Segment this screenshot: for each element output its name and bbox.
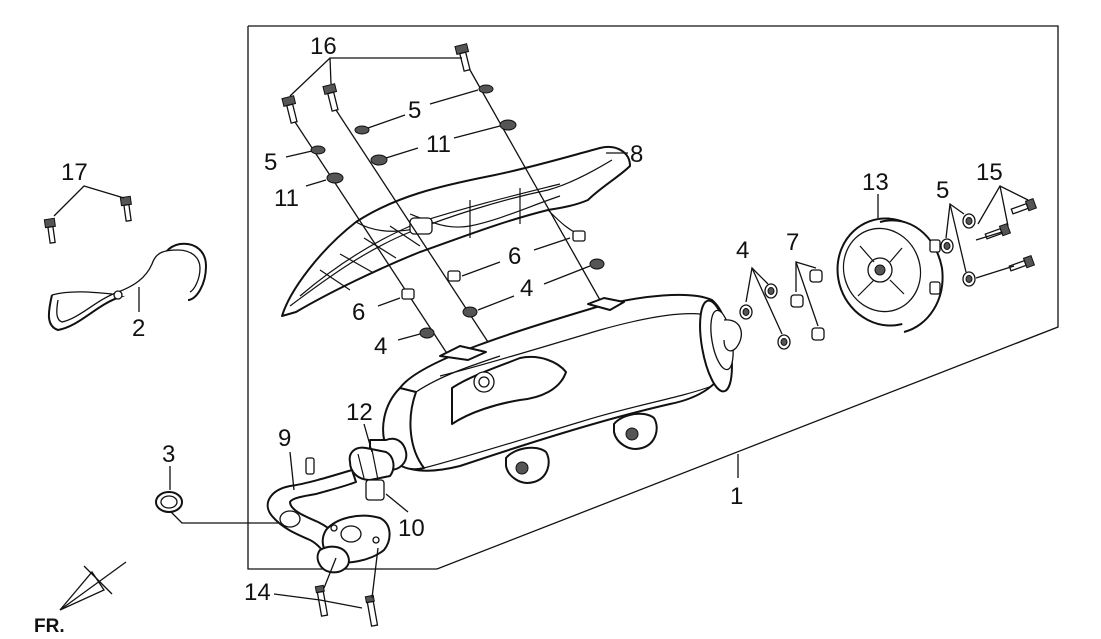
bolt-16c [454,43,471,72]
leader-11a [305,179,327,187]
part-4-washers-right [739,283,791,350]
stud-14b [364,594,379,627]
leader-4b2 [543,265,591,285]
part-1-muffler [369,293,742,484]
leader-14b [323,557,337,589]
callout-17: 17 [61,159,88,186]
leader-17 [53,185,125,217]
bolt-16a [281,95,298,124]
assembly-frame [247,25,1059,570]
part-9-exhaust-pipe [266,457,391,574]
leader-4a [397,333,421,341]
part-14-studs [314,584,379,627]
bolt-16b [322,83,339,112]
callout-12: 12 [346,399,373,426]
part-7-grommets [790,269,825,341]
part-8-heat-shield [281,146,631,317]
leader-9 [289,451,295,491]
callout-1: 1 [730,483,743,510]
leader-15c [975,231,1003,241]
callout-6a: 6 [352,299,365,326]
leader-7b [795,261,819,327]
leader-10 [385,493,409,513]
callout-3: 3 [162,441,175,468]
leader-15b [999,185,1009,227]
leader-6a [377,297,401,307]
leader-16 [289,57,462,97]
callout-4b: 4 [520,275,533,302]
part-16-bolts [281,43,471,124]
assembly-guide-lines [294,69,601,359]
leader-15 [977,185,1029,225]
callout-16: 16 [310,33,337,60]
front-orientation-marker [59,561,127,611]
leader-3b [170,511,300,524]
leader-6b2 [533,237,571,251]
leader-5a [285,150,313,158]
part-3-gasket [155,491,183,513]
part-12-clamp [348,446,395,501]
callout-13: 13 [862,169,889,196]
part-2-bracket [47,242,207,331]
callout-15: 15 [976,159,1003,186]
part-15-bolts [984,197,1038,272]
leader-14c [371,547,379,599]
leader-12 [363,423,373,453]
stud-14a [314,584,329,617]
callout-5b: 5 [408,97,421,124]
part-11-washers [326,119,517,184]
callout-10: 10 [398,515,425,542]
leader-5b [367,114,406,129]
part-13-end-cover [836,217,944,333]
callout-8: 8 [630,141,643,168]
leader-5c2 [949,203,967,273]
leader-11b [385,147,419,159]
callout-4c: 4 [736,237,749,264]
bolt-17a [43,217,56,244]
bolt-15b [984,222,1012,240]
bolt-17b [119,195,132,222]
part-5-washers-right [940,213,976,287]
leader-4b [477,295,515,311]
bolt-15a [1010,197,1038,215]
callout-11b: 11 [426,131,451,158]
leader-16b [329,57,332,85]
leader-6b [461,261,501,277]
leader-15d [975,265,1015,279]
callout-2: 2 [132,315,145,342]
leader-14 [273,593,363,609]
part-6-nuts [401,230,586,300]
callout-5a: 5 [264,149,277,176]
callout-6b: 6 [508,243,521,270]
part-17-bolts [43,195,132,244]
callout-5c: 5 [936,177,949,204]
front-label: FR. [34,616,65,637]
callout-4a: 4 [374,333,387,360]
callout-11a: 11 [274,185,299,212]
callout-7: 7 [786,229,799,256]
leader-4c2 [751,267,783,335]
part-5-washers-left [310,84,494,155]
callout-9: 9 [278,425,291,452]
leader-11b2 [453,125,501,139]
part-4-washers-shield [419,258,605,339]
leader-5b2 [429,89,479,105]
leader-5c [945,202,965,239]
callout-14: 14 [244,579,271,606]
bolt-15c [1008,254,1036,272]
